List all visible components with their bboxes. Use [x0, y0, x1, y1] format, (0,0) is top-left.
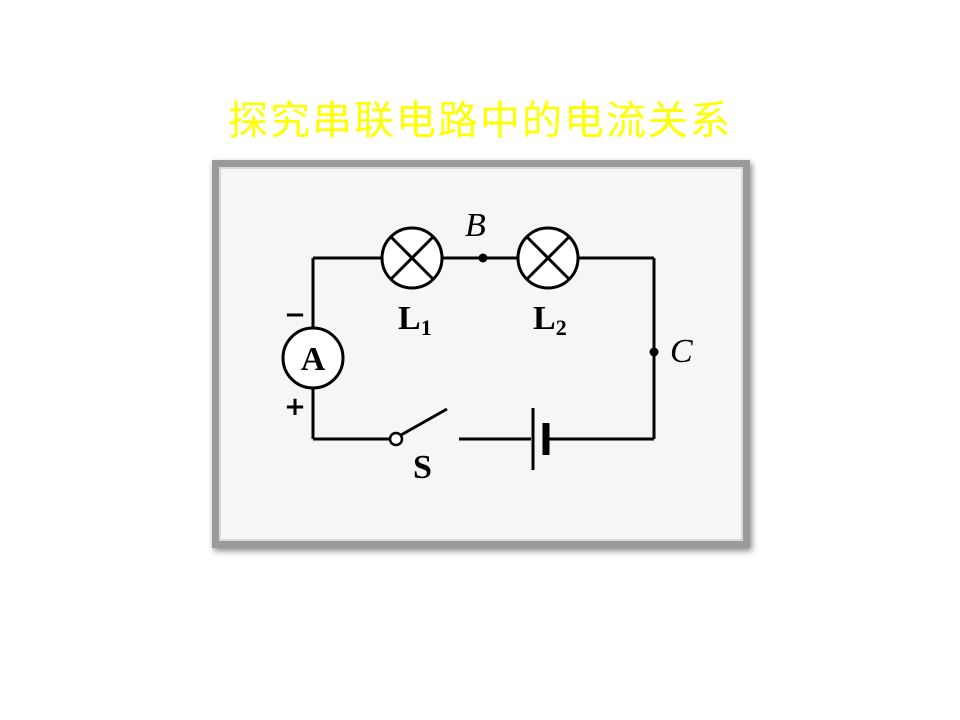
slide-title: 探究串联电路中的电流关系	[228, 98, 732, 144]
lamp-l1	[380, 226, 444, 290]
ammeter-plus-sign: +	[284, 392, 306, 422]
junction-c-dot	[649, 347, 659, 357]
lamp-l2	[516, 226, 580, 290]
wires	[311, 256, 656, 441]
battery-cell	[531, 408, 550, 470]
switch-s	[388, 407, 448, 447]
ammeter	[281, 326, 345, 390]
label-l1: L1	[398, 300, 432, 340]
label-point-b: B	[465, 207, 486, 244]
label-point-c: C	[670, 333, 693, 370]
junction-b-dot	[478, 253, 488, 263]
label-switch-s: S	[413, 449, 432, 486]
label-l2: L2	[533, 300, 567, 340]
ammeter-minus-sign: −	[284, 300, 306, 330]
label-ammeter: A	[301, 341, 326, 378]
